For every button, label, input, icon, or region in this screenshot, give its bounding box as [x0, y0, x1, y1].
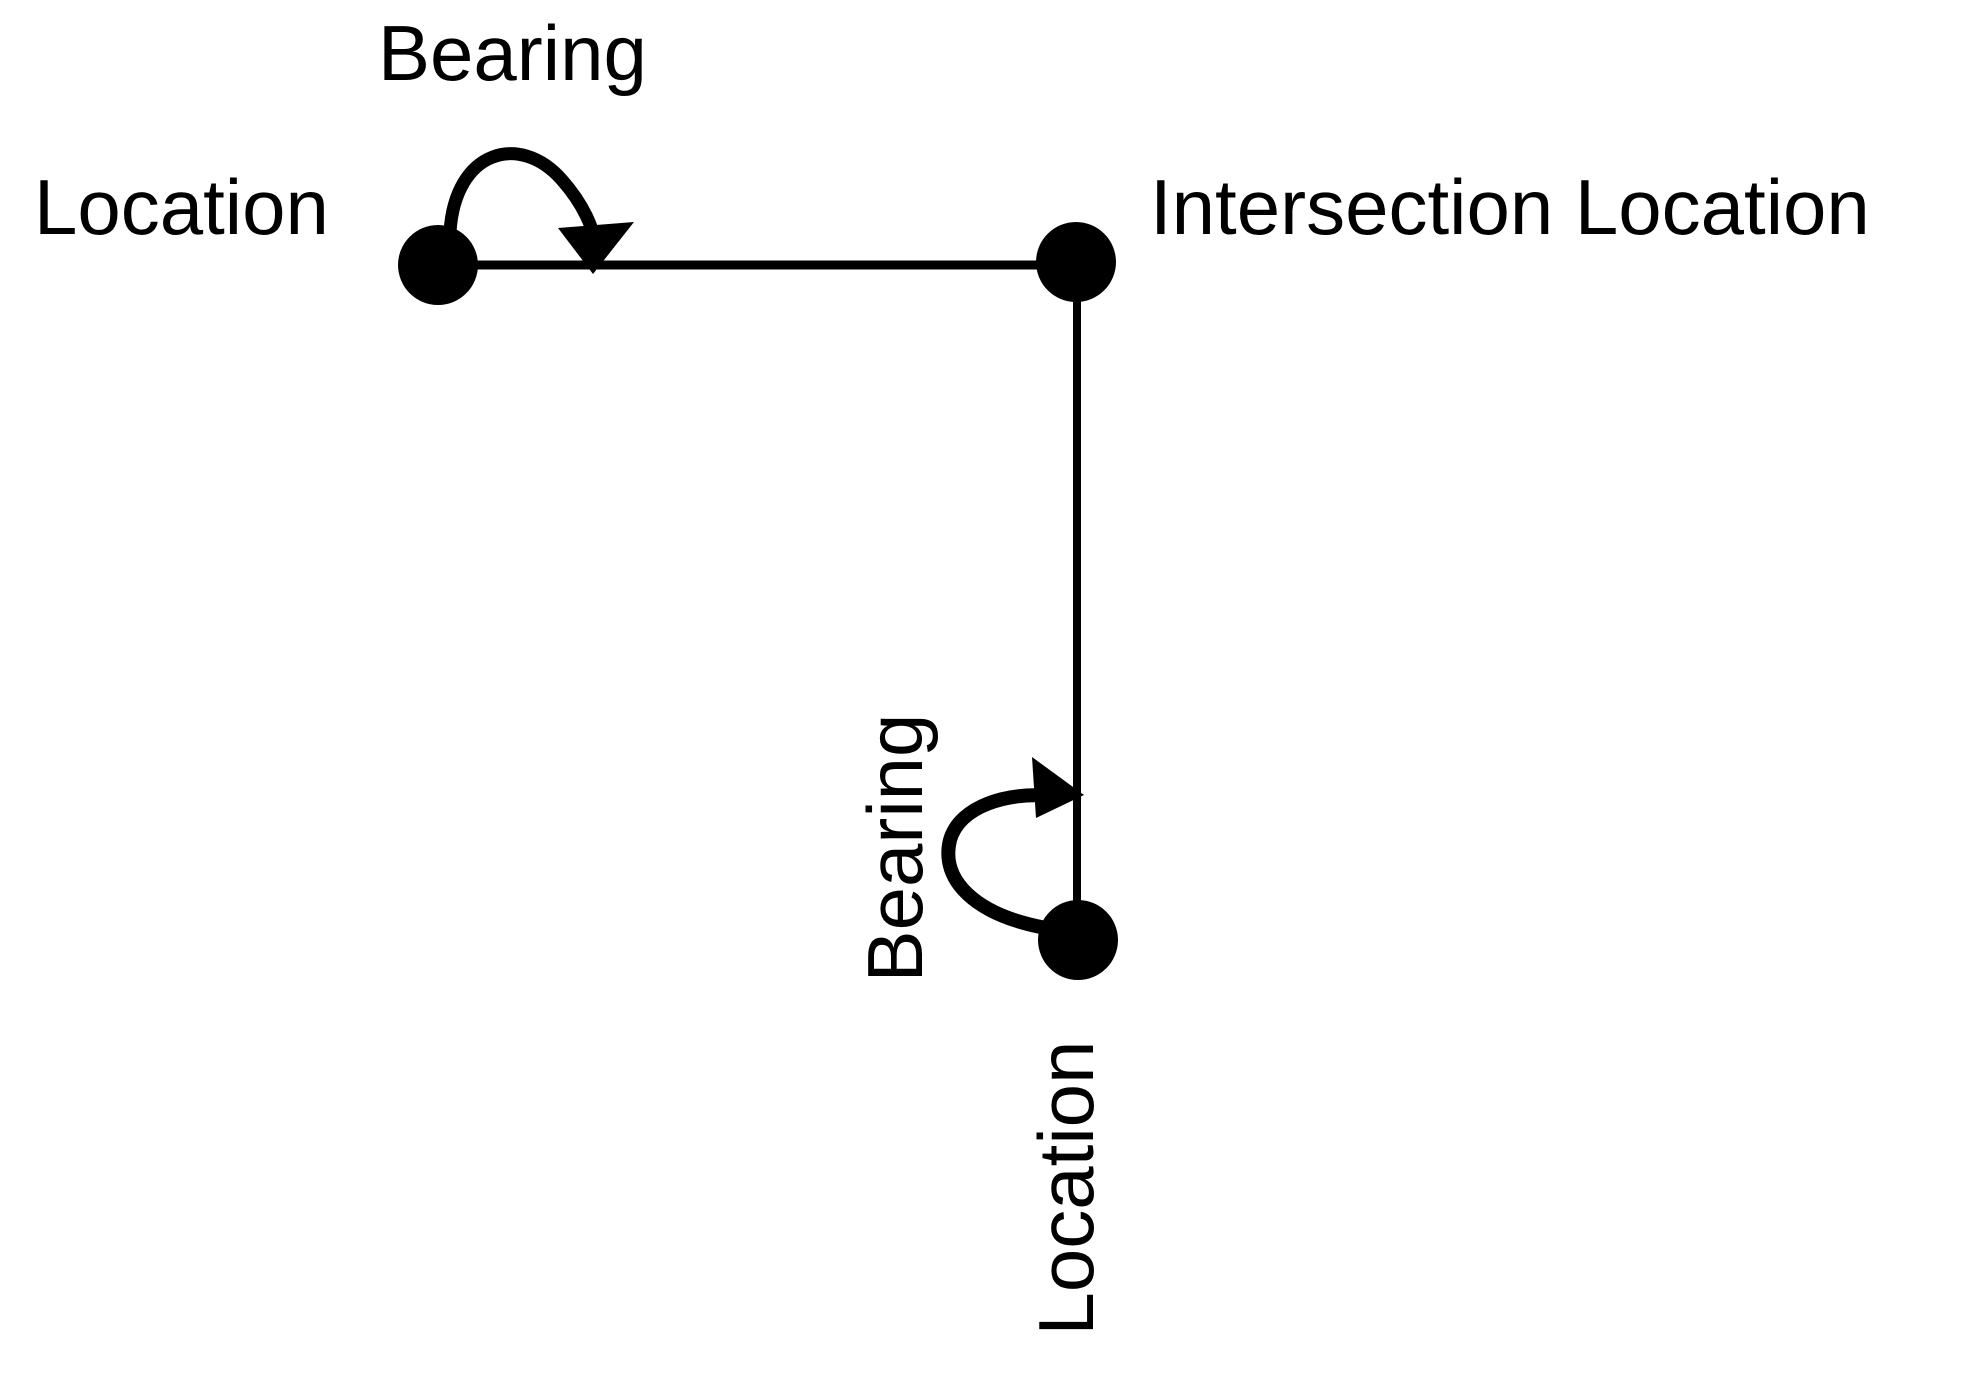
label-location-bottom: Location [1022, 1040, 1110, 1336]
label-location-left: Location [34, 163, 329, 251]
node-location-bottom[interactable] [1038, 900, 1118, 980]
bearing-arc-bottom-arrowhead [1032, 757, 1084, 818]
node-intersection-location[interactable] [1036, 222, 1116, 302]
bearing-arc-bottom [941, 788, 1055, 935]
label-bearing-top: Bearing [378, 9, 647, 97]
label-intersection-location: Intersection Location [1150, 163, 1870, 251]
node-location-left[interactable] [398, 225, 478, 305]
bearing-arc-top [443, 147, 603, 249]
label-bearing-bottom: Bearing [851, 713, 939, 983]
bearing-arc-top-arrowhead [558, 222, 634, 274]
